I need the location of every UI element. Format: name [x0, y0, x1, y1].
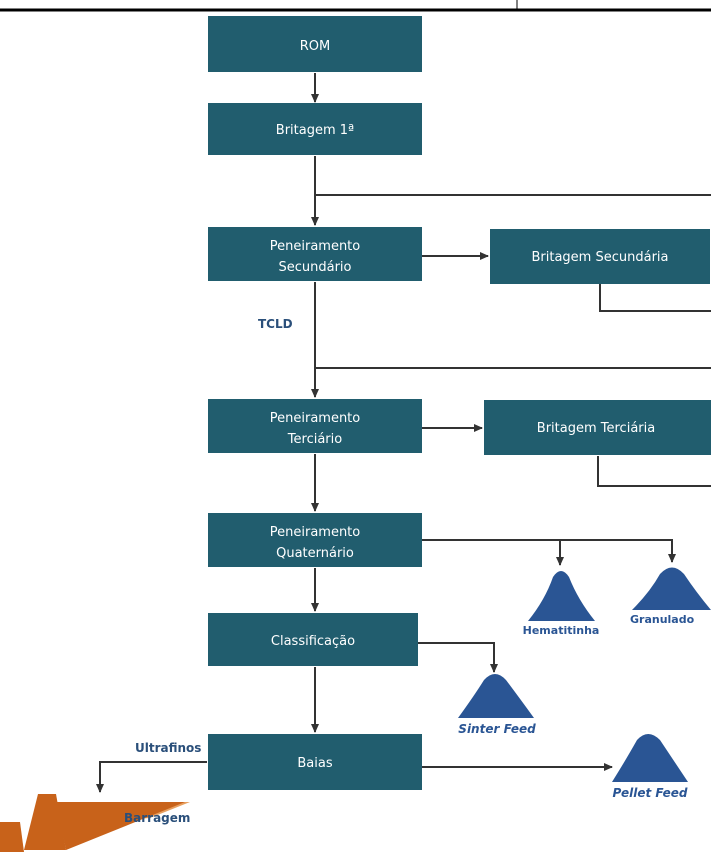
box-pen-ter-line2: Terciário — [287, 432, 342, 447]
connectors — [96, 73, 711, 793]
connector-pen-quat-hematitinha — [422, 539, 564, 566]
pile-granulado-label: Granulado — [630, 613, 695, 626]
box-pen-sec-line2: Secundário — [278, 260, 351, 275]
dam-base — [0, 822, 24, 852]
box-peneiramento-secundario: Peneiramento Secundário — [208, 227, 422, 281]
box-baias-line1: Baias — [297, 756, 332, 771]
box-pen-quat-line1: Peneiramento — [270, 525, 361, 540]
pile-sinter-feed-shape — [458, 674, 534, 718]
box-classificacao: Classificação — [208, 613, 418, 666]
dam-slope — [56, 802, 185, 850]
box-classif-line1: Classificação — [271, 634, 355, 649]
connector-classif-sinter — [418, 642, 498, 673]
box-pen-sec-line1: Peneiramento — [270, 239, 361, 254]
label-tcld: TCLD — [258, 317, 293, 331]
pile-granulado-shape — [632, 567, 711, 610]
pile-sinter-feed-label: Sinter Feed — [458, 722, 536, 736]
box-pen-ter-line1: Peneiramento — [270, 411, 361, 426]
box-peneiramento-terciario: Peneiramento Terciário — [208, 399, 422, 453]
dam-label: Barragem — [124, 811, 190, 825]
box-brit-ter-line1: Britagem Terciária — [537, 421, 655, 436]
box-pen-quat-line2: Quaternário — [276, 546, 354, 561]
box-britagem-secundaria: Britagem Secundária — [490, 229, 710, 284]
box-britagem-terciaria: Britagem Terciária — [484, 400, 711, 455]
pile-sinter-feed: Sinter Feed — [458, 674, 536, 736]
header-rule — [0, 0, 711, 12]
box-britagem-1-line1: Britagem 1ª — [276, 123, 354, 138]
label-ultrafinos: Ultrafinos — [135, 741, 201, 755]
box-baias: Baias — [208, 734, 422, 790]
pile-hematitinha-shape — [528, 571, 595, 621]
dam-wall — [24, 794, 66, 850]
box-peneiramento-quaternario: Peneiramento Quaternário — [208, 513, 422, 567]
pile-pellet-feed-label: Pellet Feed — [612, 786, 687, 800]
box-rom-line1: ROM — [300, 39, 330, 54]
pile-pellet-feed: Pellet Feed — [612, 734, 688, 800]
connector-pen-quat-granulado — [422, 539, 676, 563]
box-brit-sec-line1: Britagem Secundária — [531, 250, 668, 265]
pile-pellet-feed-shape — [612, 734, 688, 782]
box-britagem-1: Britagem 1ª — [208, 103, 422, 155]
box-rom: ROM — [208, 16, 422, 72]
pile-hematitinha: Hematitinha — [523, 571, 600, 637]
pile-granulado: Granulado — [630, 567, 711, 626]
connector-baias-ultrafinos — [96, 761, 207, 793]
pile-hematitinha-label: Hematitinha — [523, 624, 600, 637]
dam-barragem: Barragem — [0, 794, 190, 852]
connector-brit-sec-return — [599, 284, 711, 312]
connector-brit-ter-return — [597, 456, 711, 487]
